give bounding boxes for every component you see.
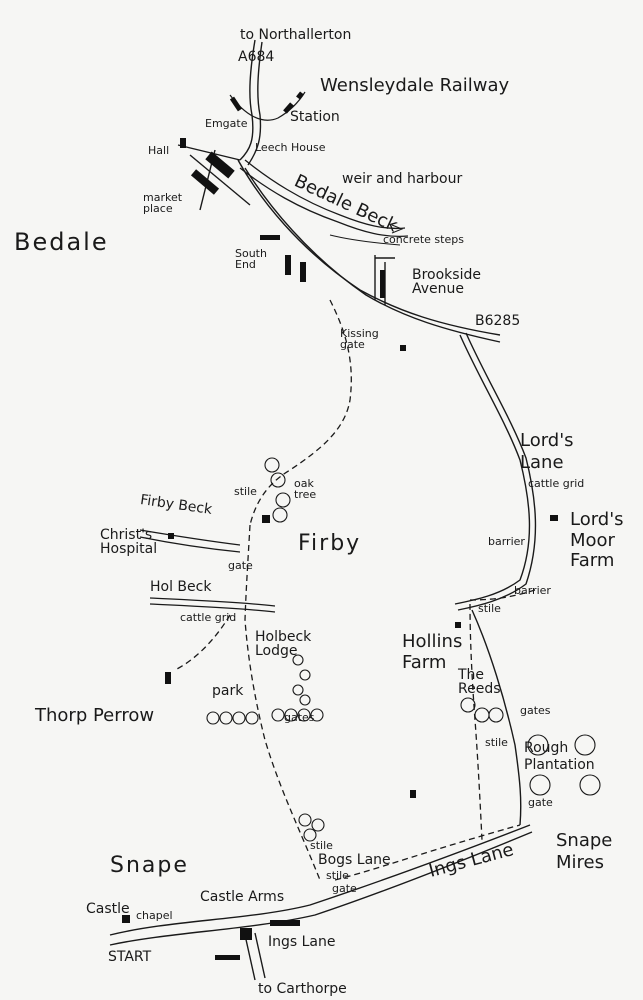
label-snape-mires: Snape Mires — [556, 830, 613, 873]
label-market-place: market place — [143, 191, 183, 215]
label-barrier-2: barrier — [514, 584, 551, 597]
label-cattle-grid-1: cattle grid — [528, 477, 585, 490]
label-south-end: South End — [235, 247, 267, 271]
label-lords-moor-farm: Lord's Moor Farm — [570, 509, 624, 572]
label-stile-2: stile — [478, 602, 501, 615]
label-gate-1: gate — [228, 559, 253, 572]
label-b6285: B6285 — [475, 313, 521, 329]
label-to-carthorpe: to Carthorpe — [258, 981, 347, 997]
label-castle: Castle — [86, 901, 130, 917]
trees — [206, 457, 601, 842]
label-barrier-1: barrier — [488, 535, 525, 548]
label-gate-3: gate — [332, 882, 357, 895]
label-snape: Snape — [110, 853, 189, 878]
label-stile-4: stile — [310, 839, 333, 852]
label-leech-house: Leech House — [255, 141, 326, 154]
label-brookside-avenue: Brookside Avenue — [412, 267, 481, 297]
carthorpe-road — [244, 932, 266, 981]
becks — [139, 529, 276, 613]
label-castle-arms: Castle Arms — [200, 889, 285, 905]
label-park: park — [212, 683, 244, 699]
label-kissing-gate: Kissing gate — [340, 327, 379, 351]
label-wensleydale-railway: Wensleydale Railway — [320, 75, 510, 96]
buildings — [122, 138, 558, 960]
label-hollins-farm: Hollins Farm — [402, 631, 463, 673]
label-bogs-lane: Bogs Lane — [318, 852, 391, 868]
label-hall: Hall — [148, 144, 170, 157]
label-emgate: Emgate — [205, 117, 248, 130]
label-stile-1: stile — [234, 485, 257, 498]
label-oak-tree: oak tree — [294, 477, 317, 501]
label-weir-and-harbour: weir and harbour — [342, 171, 463, 187]
label-hol-beck: Hol Beck — [150, 579, 212, 595]
label-gate-2: gate — [528, 796, 553, 809]
label-thorp-perrow: Thorp Perrow — [35, 705, 155, 726]
walking-route — [174, 299, 536, 881]
label-to-northallerton: to Northallerton — [240, 27, 352, 43]
label-gates-2: gates — [520, 704, 551, 717]
label-firby: Firby — [298, 531, 362, 556]
label-rough-plantation: Rough Plantation — [524, 740, 595, 773]
label-stile-5: stile — [326, 869, 349, 882]
railway — [229, 91, 306, 121]
label-cattle-grid-2: cattle grid — [180, 611, 237, 624]
label-gates-1: gates — [284, 711, 315, 724]
lords-lane — [454, 334, 531, 605]
label-station: Station — [290, 109, 340, 125]
label-christs-hospital: Christ's Hospital — [100, 527, 158, 557]
label-chapel: chapel — [136, 909, 173, 922]
a684-road — [239, 39, 256, 161]
ings-lane-road — [109, 824, 531, 936]
bedale-beck — [239, 159, 409, 246]
label-stile-3: stile — [485, 736, 508, 749]
label-concrete-steps: concrete steps — [383, 233, 464, 246]
label-holbeck-lodge: Holbeck Lodge — [255, 629, 312, 659]
label-start: START — [108, 949, 152, 965]
label-bedale: Bedale — [14, 228, 109, 256]
label-lords-lane: Lord's Lane — [520, 430, 574, 473]
label-ings-lane-2: Ings Lane — [268, 934, 336, 950]
label-a684: A684 — [238, 49, 275, 65]
label-the-reeds: The Reeds — [458, 667, 501, 697]
